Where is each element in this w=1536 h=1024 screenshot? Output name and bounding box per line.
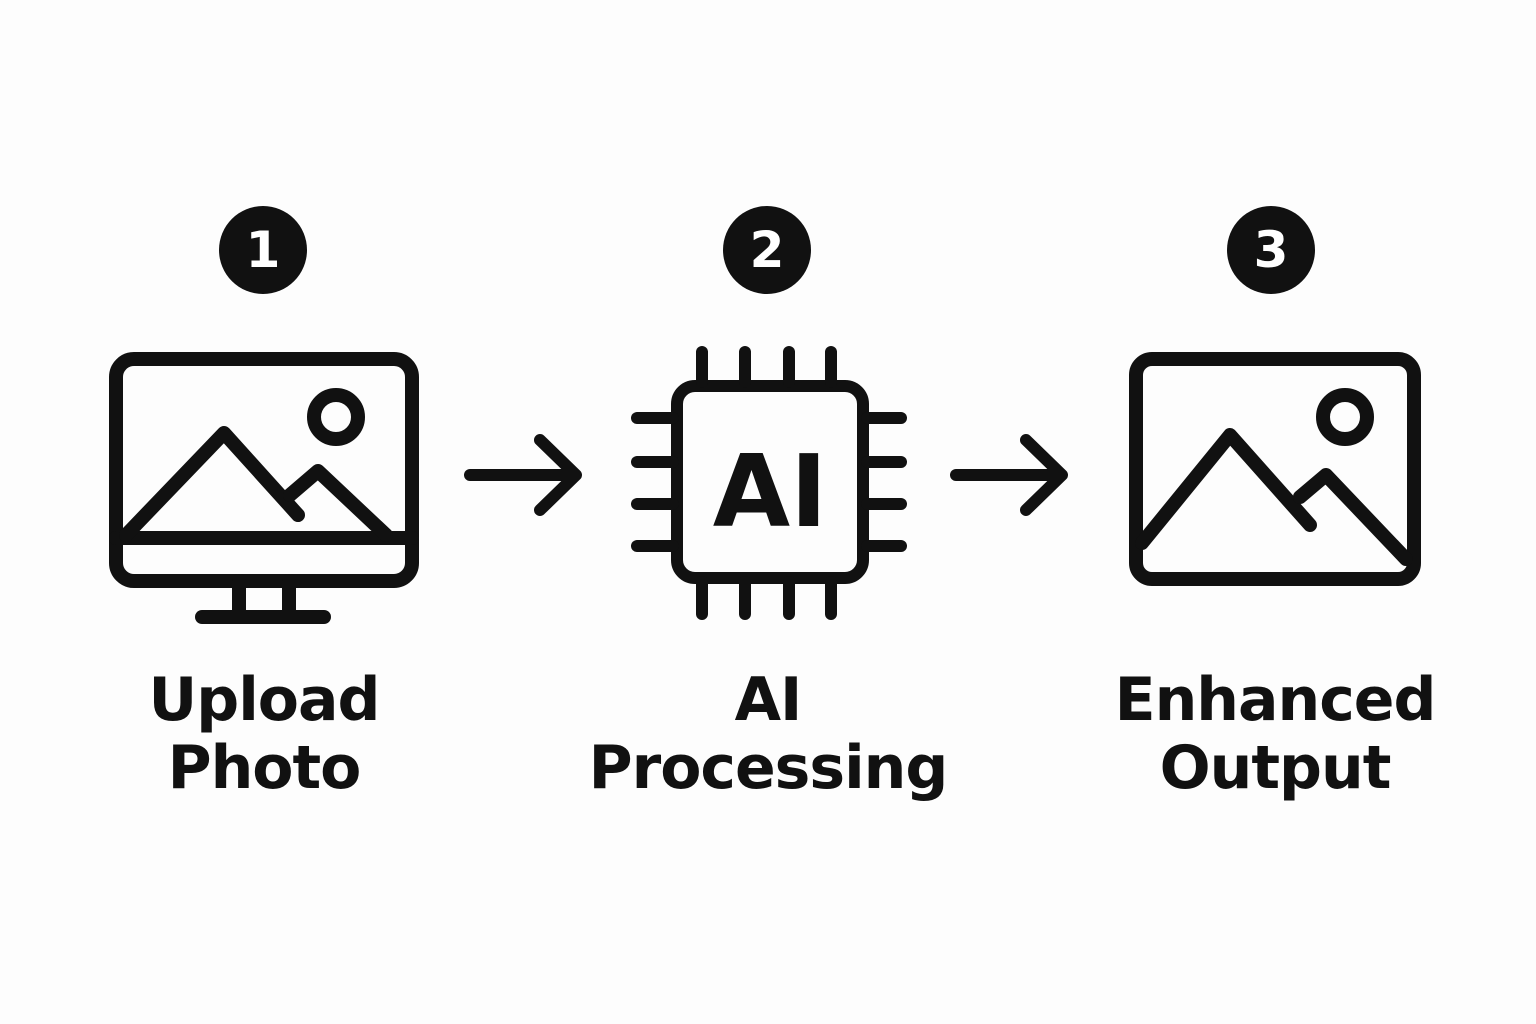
step-2-badge: 2	[723, 206, 811, 294]
step-3-label: Enhanced Output	[1065, 666, 1485, 802]
step-1-label-line1: Upload	[148, 665, 381, 735]
step-3-label-line2: Output	[1159, 733, 1392, 803]
step-2-label: AI Processing	[558, 666, 978, 802]
step-3-label-line1: Enhanced	[1114, 665, 1437, 735]
step-1-label-line2: Photo	[167, 733, 362, 803]
chip-label: AI	[713, 433, 828, 550]
arrow-right-icon	[464, 434, 582, 516]
step-1-label: Upload Photo	[54, 666, 474, 802]
monitor-image-icon	[109, 352, 419, 624]
arrow-right-icon	[950, 434, 1068, 516]
step-2-label-line1: AI	[734, 665, 803, 735]
image-icon	[1129, 352, 1421, 586]
ai-chip-icon: AI	[631, 346, 907, 620]
step-3-badge: 3	[1227, 206, 1315, 294]
step-2-label-line2: Processing	[588, 733, 949, 803]
step-1-badge: 1	[219, 206, 307, 294]
